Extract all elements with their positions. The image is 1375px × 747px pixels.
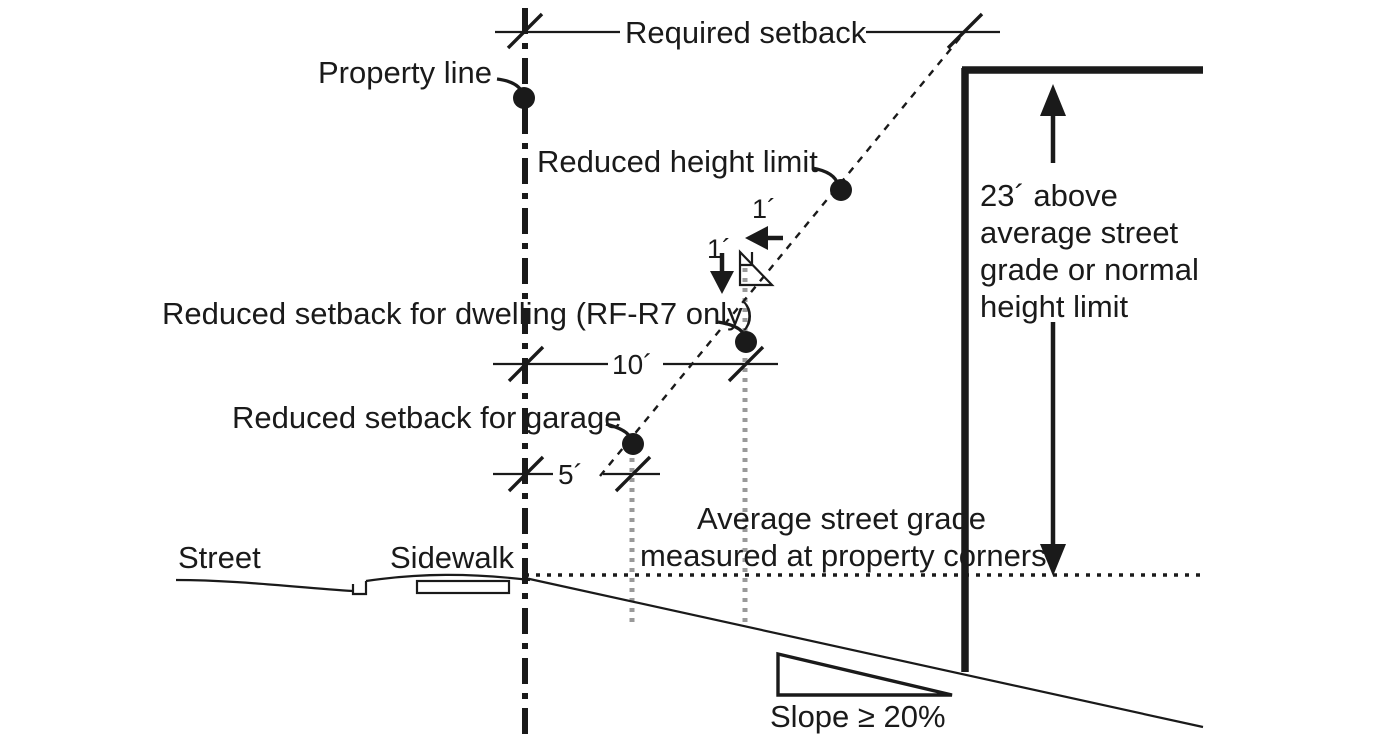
slope-run-label: 1´ [752, 194, 776, 224]
dwelling-setback-dimension-label: 10´ [612, 349, 652, 380]
slope-label: Slope ≥ 20% [770, 699, 946, 734]
slope-rise-label: 1´ [707, 234, 731, 264]
grade-note-line2: measured at property corners [640, 538, 1047, 573]
reduced-setback-dwelling-label: Reduced setback for dwelling (RF-R7 only… [162, 296, 753, 331]
reduced-setback-dwelling-leader [717, 320, 757, 353]
sloping-ground-line [524, 576, 1204, 729]
height-dimension-arrow [1040, 84, 1066, 576]
reduced-setback-dwelling-leader-dot [735, 331, 757, 353]
garage-setback-dimension [493, 455, 660, 493]
property-line-leader [496, 77, 535, 109]
sidewalk-label: Sidewalk [390, 540, 515, 575]
reduced-height-limit-leader [811, 166, 852, 201]
reduced-setback-garage-label: Reduced setback for garage [232, 400, 621, 435]
garage-setback-dimension-label: 5´ [558, 459, 583, 490]
height-note-line4: height limit [980, 289, 1129, 324]
street-profile [175, 573, 531, 596]
property-line-leader-dot [513, 87, 535, 109]
reduced-height-limit-leader-dot [830, 179, 852, 201]
grade-note-line1: Average street grade [697, 501, 986, 536]
reduced-height-limit-line [599, 27, 969, 477]
height-note-line2: average street [980, 215, 1179, 250]
reduced-setback-garage-leader [605, 422, 644, 455]
reduced-setback-garage-leader-dot [622, 433, 644, 455]
slope-triangle [776, 651, 953, 697]
height-note-line3: grade or normal [980, 252, 1199, 287]
required-setback-label: Required setback [625, 15, 867, 50]
property-line-label: Property line [318, 55, 492, 90]
dwelling-setback-dimension [493, 345, 778, 383]
building-outline [961, 66, 1203, 672]
slope-ratio-indicator [710, 226, 783, 294]
street-label: Street [178, 540, 261, 575]
reduced-height-limit-label: Reduced height limit [537, 144, 818, 179]
height-note-line1: 23´ above [980, 178, 1118, 213]
